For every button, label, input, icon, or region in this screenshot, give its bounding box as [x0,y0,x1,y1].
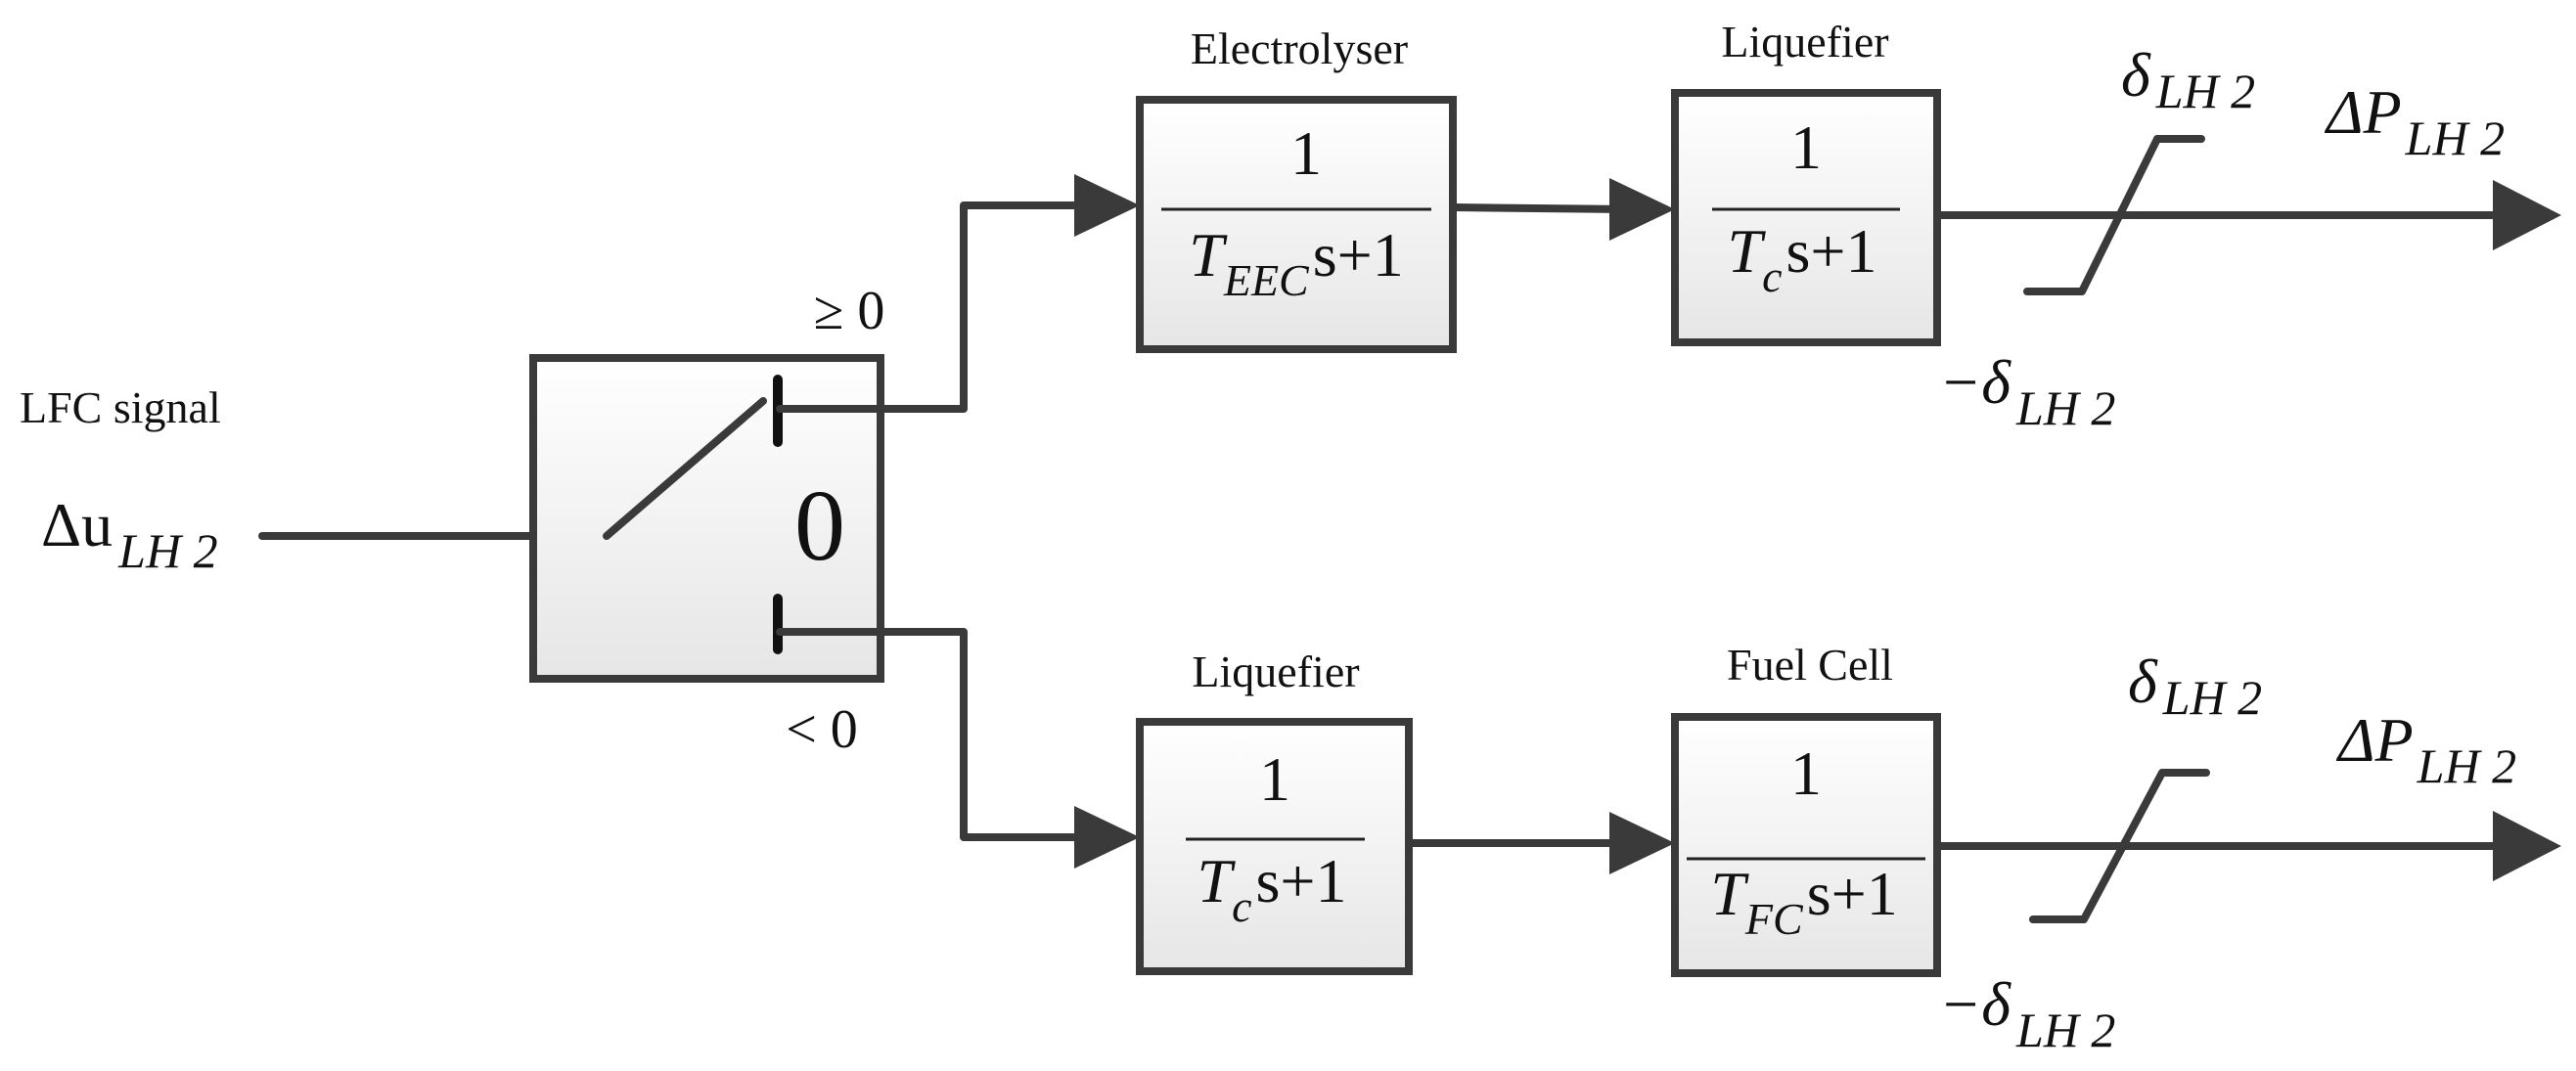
top-block2-liquefier [1671,89,1941,346]
input-symbol: Δu [41,490,113,559]
switch-upper-condition: ≥ 0 [814,281,885,341]
bottom-block2-fuel-cell [1671,713,1941,977]
top-link-arrow [1609,178,1675,241]
bottom-branch-arrow [1074,806,1140,869]
top-link-wire [1449,203,1626,213]
top-output-label: ΔPLH 2 [2324,77,2505,165]
bottom-block1-numerator: 1 [1259,744,1290,814]
top-block1-name: Electrolyser [1191,23,1408,73]
input-subscript: LH 2 [117,523,217,578]
bottom-block1-denominator: Tcs+1 [1197,846,1346,931]
bottom-block2-name: Fuel Cell [1727,640,1893,690]
input-title: LFC signal [20,382,221,432]
top-block2-denominator: Tcs+1 [1727,216,1876,301]
top-limiter-curve [2023,135,2205,295]
bottom-block2-numerator: 1 [1790,738,1822,808]
bottom-output-label: ΔPLH 2 [2335,705,2516,793]
top-block2-numerator: 1 [1790,112,1822,182]
bottom-branch-wire [776,628,1090,841]
bottom-block2-denominator: TFCs+1 [1710,859,1897,944]
top-block1-denominator: TEECs+1 [1189,220,1403,305]
bottom-link-arrow [1609,812,1675,874]
top-block1-electrolyser [1136,96,1457,353]
top-output-arrow [2493,180,2561,250]
top-block2-name: Liquefier [1721,17,1888,67]
bottom-block1-liquefier [1136,718,1413,975]
switch-threshold: 0 [794,469,845,582]
top-branch-wire [776,201,1090,413]
bottom-block1-name: Liquefier [1192,647,1359,696]
bottom-limiter-curve [2029,769,2210,923]
bottom-output-arrow [2493,811,2561,881]
switch-lower-condition: < 0 [786,699,858,760]
switch-blade [603,397,767,540]
top-branch-arrow [1074,174,1140,237]
top-block1-numerator: 1 [1290,118,1322,188]
